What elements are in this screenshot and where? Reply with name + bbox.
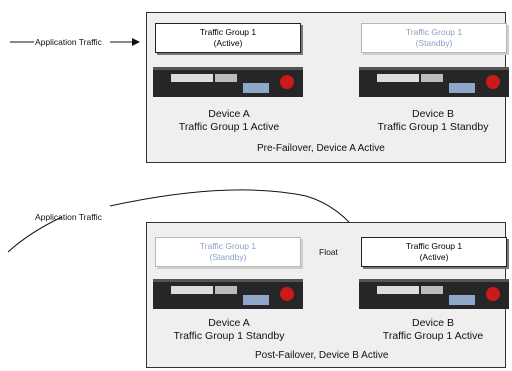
device-name: Device A — [208, 108, 250, 120]
pre-failover-panel: Traffic Group 1 (Active) Traffic Group 1… — [146, 12, 509, 163]
float-label: Float — [319, 247, 338, 257]
device-status: Traffic Group 1 Active — [178, 121, 280, 133]
pre-device-b-label: Device B Traffic Group 1 Standby — [353, 108, 512, 134]
device-status: Traffic Group 1 Standby — [173, 330, 285, 342]
pre-traffic-group-b: Traffic Group 1 (Standby) — [361, 23, 507, 53]
traffic-group-title: Traffic Group 1 — [405, 241, 463, 251]
device-status: Traffic Group 1 Active — [382, 330, 484, 342]
post-failover-caption: Post-Failover, Device B Active — [255, 350, 389, 361]
traffic-group-title: Traffic Group 1 — [405, 27, 463, 37]
traffic-group-title: Traffic Group 1 — [199, 27, 257, 37]
traffic-group-state: (Standby) — [209, 252, 247, 262]
traffic-group-state: (Active) — [419, 252, 449, 262]
post-incoming-traffic-label: Application Traffic — [35, 212, 102, 222]
device-b-icon — [359, 279, 509, 309]
device-name: Device A — [208, 317, 250, 329]
pre-traffic-group-a: Traffic Group 1 (Active) — [155, 23, 301, 53]
traffic-group-state: (Active) — [213, 38, 243, 48]
device-a-icon — [153, 279, 303, 309]
device-status: Traffic Group 1 Standby — [377, 121, 489, 133]
pre-device-a-label: Device A Traffic Group 1 Active — [149, 108, 309, 134]
post-failover-panel: Traffic Group 1 (Standby) Traffic Group … — [146, 222, 509, 368]
device-a-icon — [153, 67, 303, 97]
device-name: Device B — [411, 108, 454, 120]
pre-failover-caption: Pre-Failover, Device A Active — [257, 143, 385, 154]
post-traffic-curve-left — [7, 216, 63, 253]
traffic-group-state: (Standby) — [415, 38, 453, 48]
post-traffic-curve — [109, 189, 363, 239]
device-b-icon — [359, 67, 509, 97]
post-device-a-label: Device A Traffic Group 1 Standby — [149, 317, 309, 343]
pre-incoming-traffic-label: Application Traffic — [35, 37, 102, 47]
device-name: Device B — [411, 317, 454, 329]
post-traffic-group-a: Traffic Group 1 (Standby) — [155, 237, 301, 267]
post-device-b-label: Device B Traffic Group 1 Active — [353, 317, 512, 343]
traffic-group-title: Traffic Group 1 — [199, 241, 257, 251]
post-traffic-group-b: Traffic Group 1 (Active) — [361, 237, 507, 267]
